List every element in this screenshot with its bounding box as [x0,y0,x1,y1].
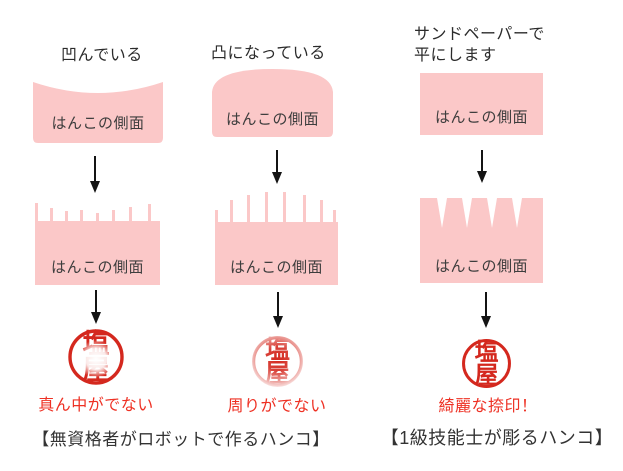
column3-middle-shape-label: はんこの側面 [434,258,528,275]
column2-result-caption: 周りがでない [227,398,327,415]
down-arrow-icon [481,292,491,328]
stamp-center-fade-overlay [77,340,115,378]
column1-middle-shape-label: はんこの側面 [50,259,144,276]
footer-caption-craftsman-made: 【1級技能士が彫るハンコ】 [380,428,614,448]
stamp-character-bottom: 屋 [475,361,499,389]
column1-result-caption: 真ん中がでない [38,397,154,414]
column1-title: 凹んでいる [61,47,143,64]
stamp-impression-clean: 塩 屋 [462,338,511,389]
stamp-impression-center-missing: 塩 屋 [68,329,124,386]
column1-top-shape-concave [33,82,163,143]
column1-top-shape-label: はんこの側面 [51,115,145,132]
column1-middle-shape-teeth [35,203,160,285]
down-arrow-icon [90,156,100,193]
column2-title: 凸になっている [211,45,326,62]
stamp-character-top: 塩 [475,338,499,366]
column2-top-shape-dome [212,69,333,137]
down-arrow-icon [477,150,487,183]
stamp-character-bottom: 屋 [265,359,290,388]
down-arrow-icon [272,150,282,184]
column2-middle-shape-teeth [215,192,338,285]
column3-top-shape-label: はんこの側面 [434,109,528,126]
column3-title: サンドペーパーで 平にします [414,26,545,64]
down-arrow-icon [91,290,101,324]
footer-caption-robot-made: 【無資格者がロボットで作るハンコ】 [32,430,330,449]
column2-top-shape-label: はんこの側面 [225,111,319,128]
stamp-impression-edges-missing: 塩 屋 [252,335,303,388]
stamp-character-top: 塩 [265,335,290,364]
down-arrow-icon [273,292,283,328]
column2-middle-shape-label: はんこの側面 [229,259,323,276]
column3-result-caption: 綺麗な捺印！ [438,398,538,415]
column3-top-shape-flat [420,73,543,135]
column3-middle-shape-even-teeth [420,198,543,283]
